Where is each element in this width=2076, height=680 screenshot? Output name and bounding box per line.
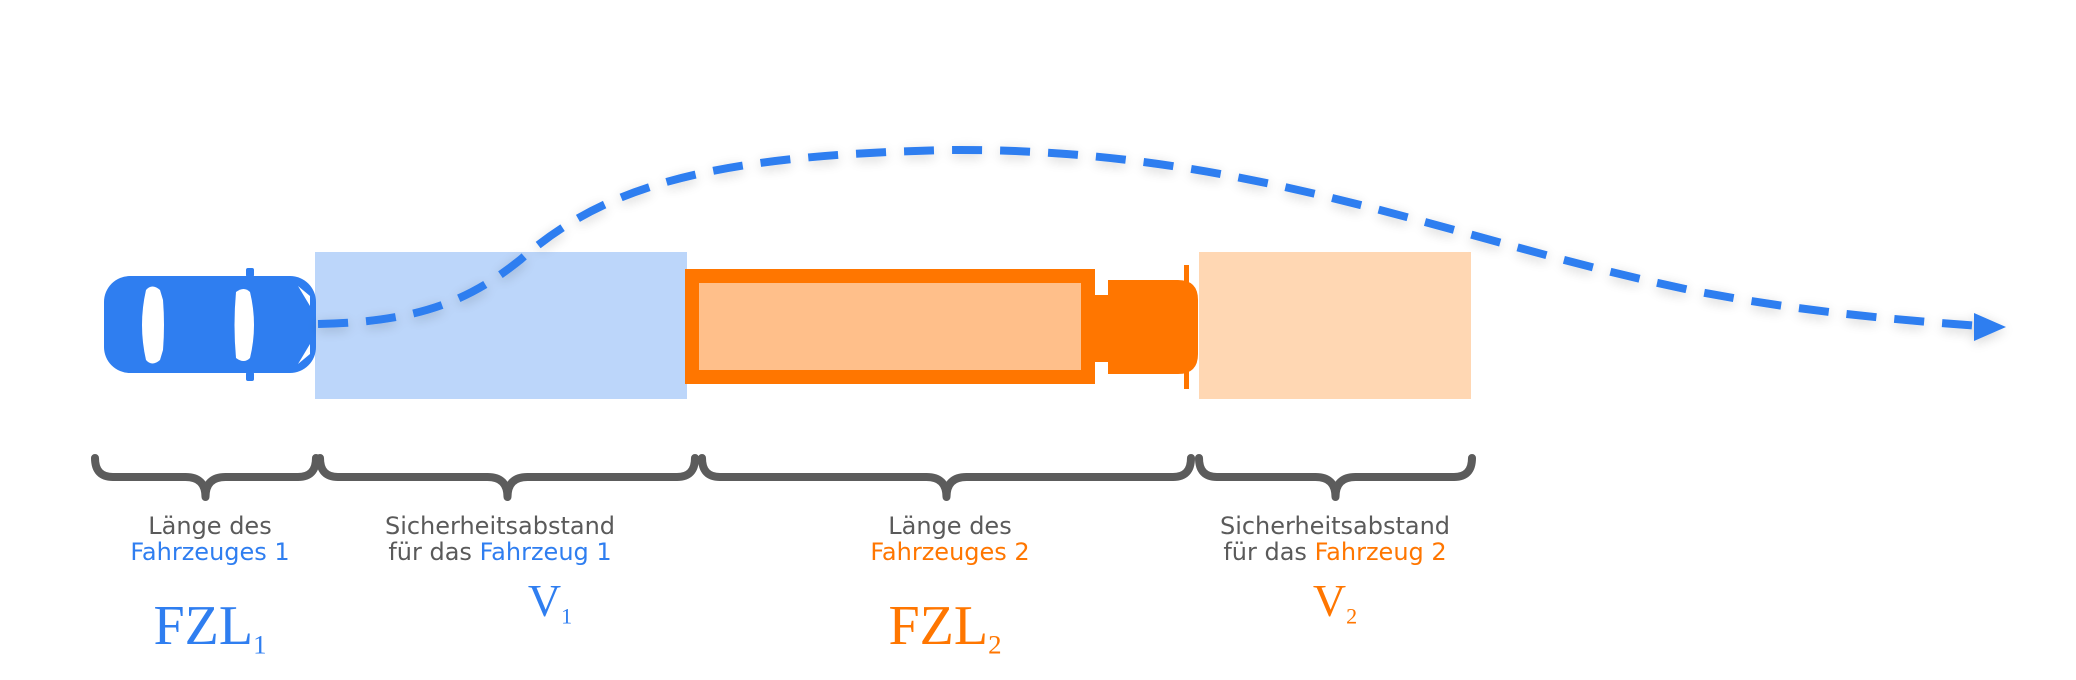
- label-vehicle-2-safety: Sicherheitsabstand für das Fahrzeug 2: [1180, 513, 1490, 565]
- symbol-text: V: [1312, 575, 1347, 626]
- brace-vehicle-2-safety: [1195, 454, 1476, 501]
- label-line1: Sicherheitsabstand: [1219, 512, 1451, 540]
- label-line2-highlight: Fahrzeuges 1: [130, 538, 290, 566]
- label-line2-highlight: Fahrzeug 1: [479, 538, 612, 566]
- label-line1: Länge des: [148, 512, 272, 540]
- dashed-trajectory-arrow: [317, 145, 2006, 341]
- symbol-fzl-2: FZL2: [835, 594, 1055, 660]
- safety-zone-vehicle-1: [315, 252, 687, 399]
- symbol-subscript: 2: [988, 629, 1002, 660]
- symbol-subscript: 1: [561, 603, 573, 629]
- label-line2-highlight: Fahrzeug 2: [1314, 538, 1447, 566]
- symbol-text: FZL: [888, 595, 989, 657]
- label-vehicle-2-length: Länge des Fahrzeuges 2: [810, 513, 1090, 565]
- label-line1: Sicherheitsabstand: [384, 512, 616, 540]
- label-vehicle-1-length: Länge des Fahrzeuges 1: [100, 513, 320, 565]
- brace-vehicle-2-length: [698, 454, 1195, 501]
- label-line1: Länge des: [888, 512, 1012, 540]
- symbol-v-2: V2: [1245, 574, 1425, 630]
- label-line2-prefix: für das: [1223, 538, 1315, 566]
- brace-vehicle-1-length: [91, 454, 320, 501]
- label-line2-prefix: für das: [388, 538, 480, 566]
- symbol-subscript: 1: [253, 629, 267, 660]
- label-vehicle-1-safety: Sicherheitsabstand für das Fahrzeug 1: [340, 513, 660, 565]
- symbol-text: V: [527, 575, 562, 626]
- label-line2-highlight: Fahrzeuges 2: [870, 538, 1030, 566]
- car-icon: [104, 268, 316, 381]
- symbol-fzl-1: FZL1: [110, 594, 310, 660]
- symbol-subscript: 2: [1346, 603, 1358, 629]
- safety-zone-vehicle-2: [1199, 252, 1471, 399]
- brace-vehicle-1-safety: [316, 454, 699, 501]
- symbol-v-1: V1: [460, 574, 640, 630]
- truck-icon: [685, 265, 1198, 389]
- symbol-text: FZL: [153, 595, 254, 657]
